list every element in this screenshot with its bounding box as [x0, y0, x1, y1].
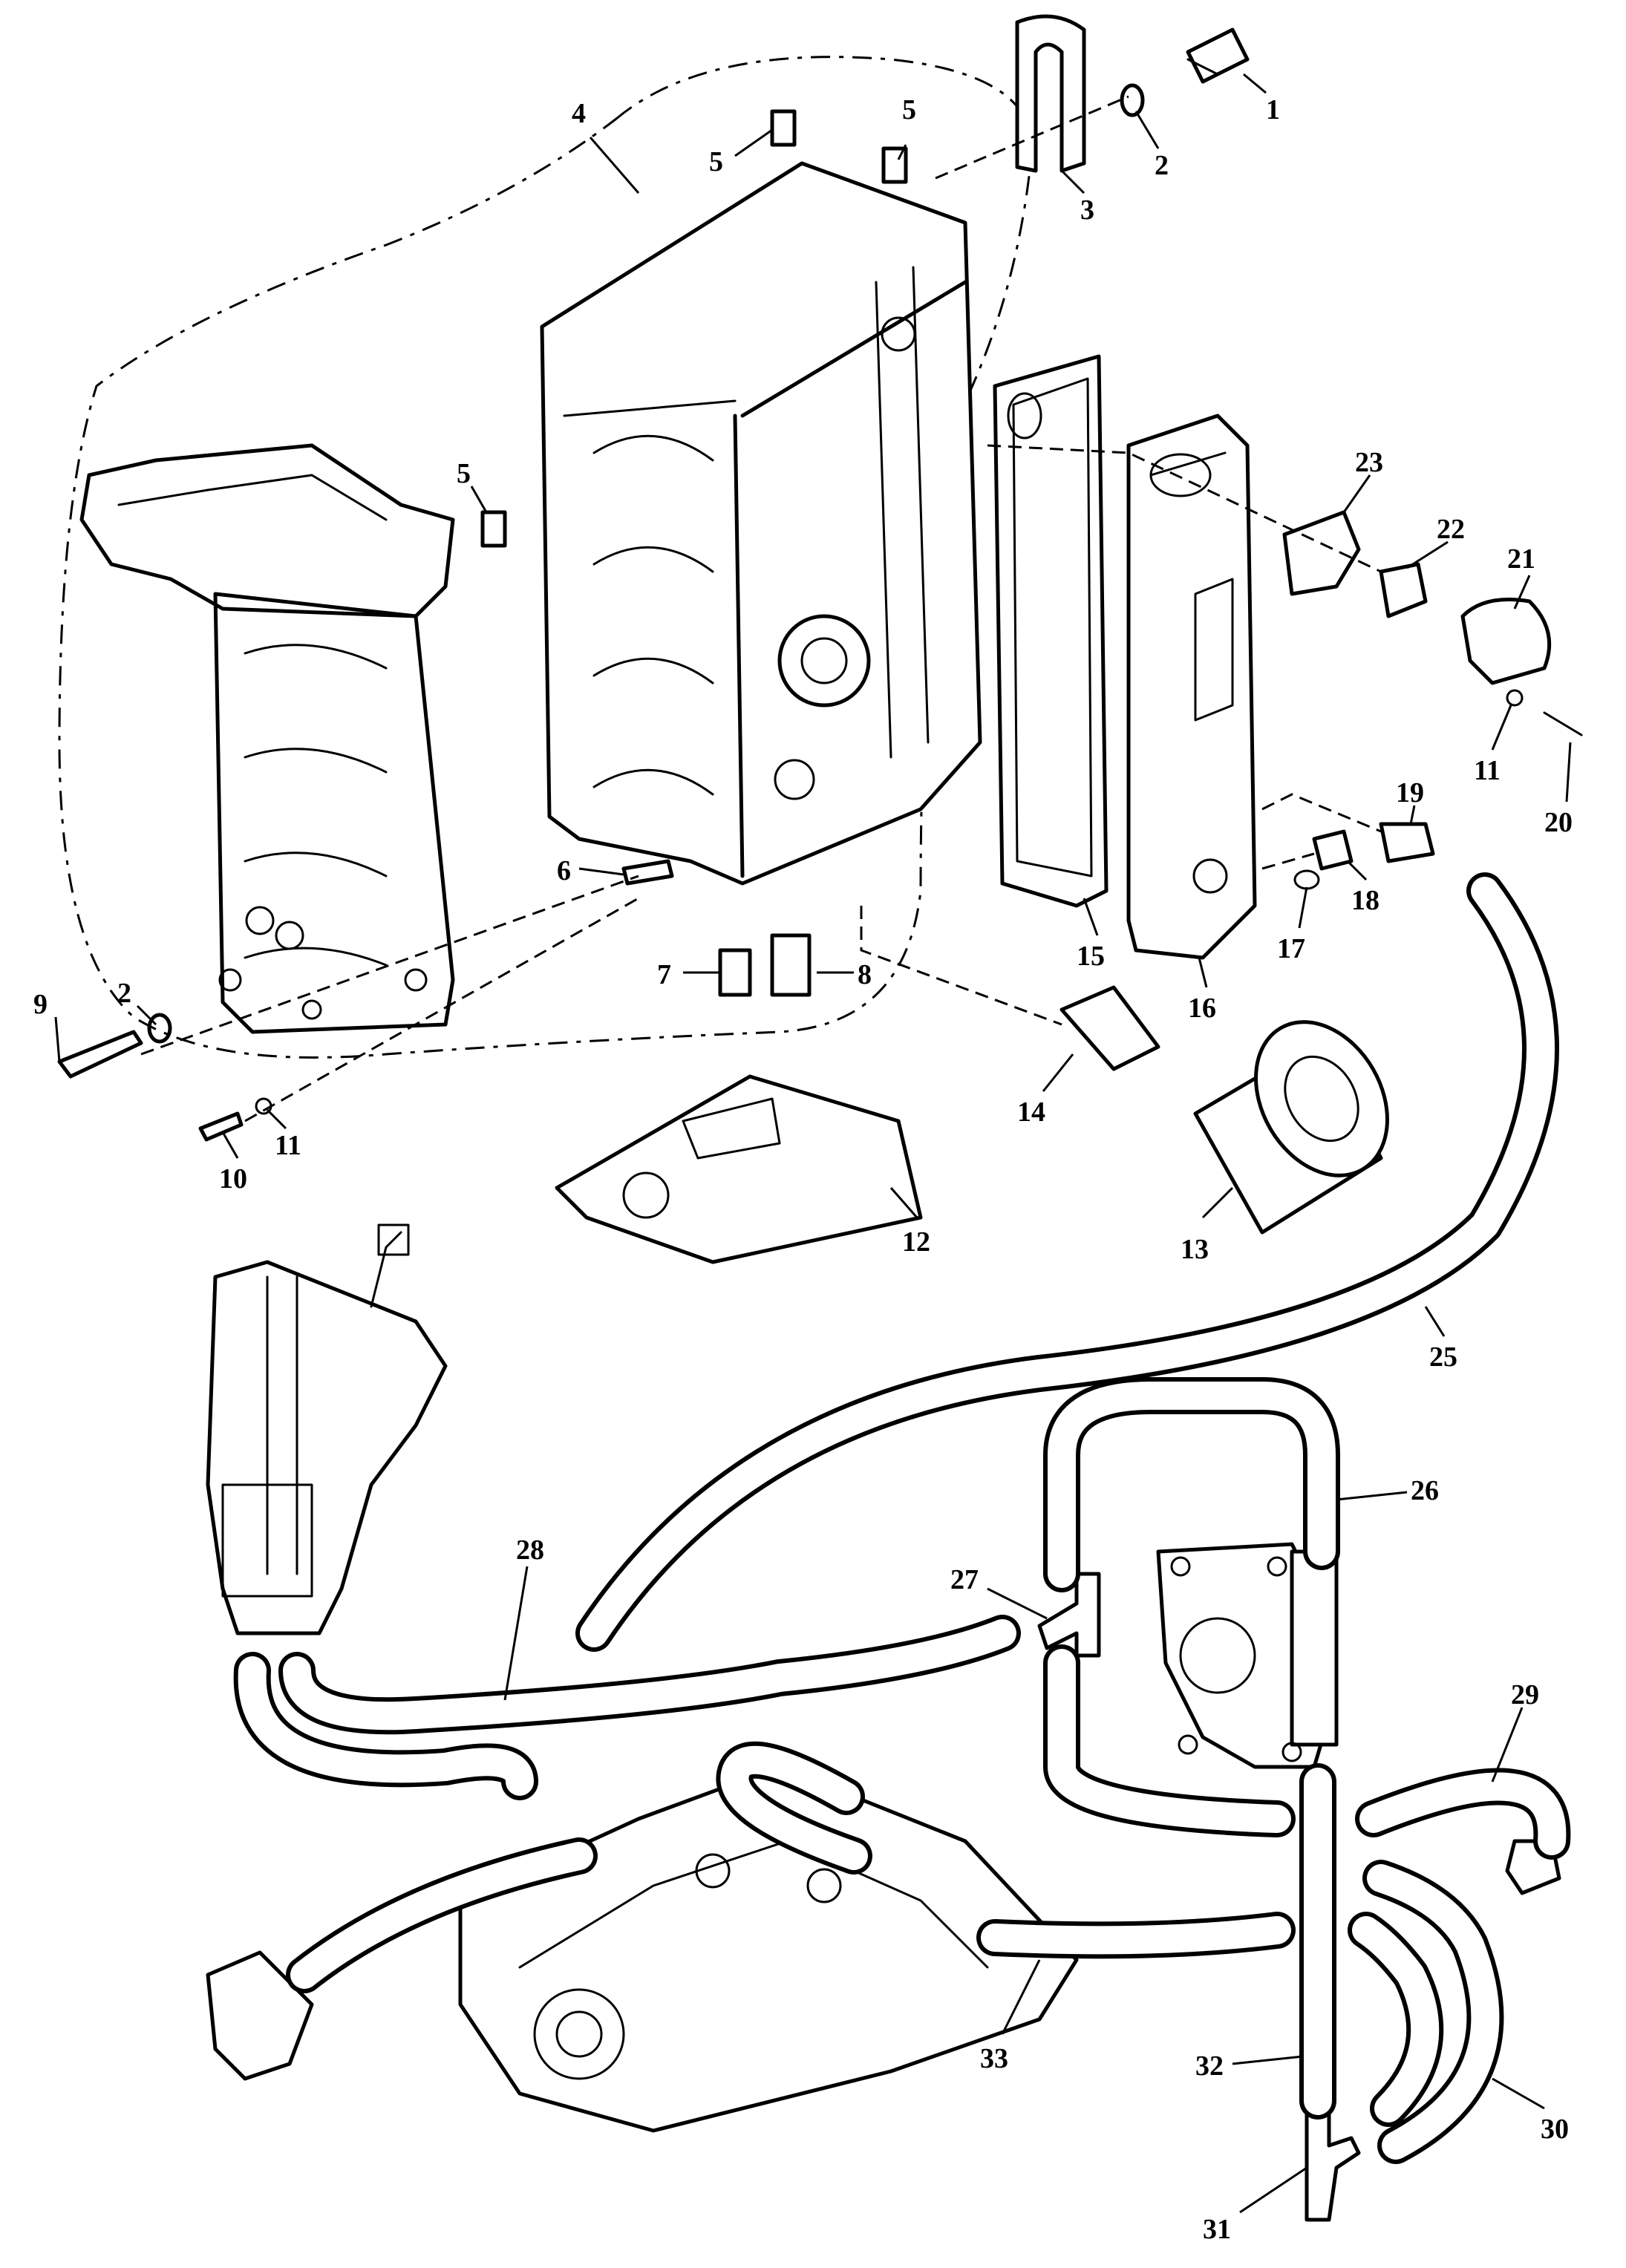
- callout-4: 4: [572, 98, 586, 129]
- callout-21: 21: [1507, 543, 1535, 575]
- oil-filter-13: [1193, 1020, 1389, 1235]
- callout-2: 2: [1155, 150, 1169, 181]
- callout-19: 19: [1396, 777, 1424, 808]
- fitting-19: [1379, 822, 1435, 863]
- washer-2-left: [147, 1013, 172, 1044]
- callout-6: 6: [557, 855, 571, 886]
- callout-22: 22: [1437, 514, 1465, 545]
- callout-3: 3: [1080, 195, 1094, 226]
- callout-20: 20: [1544, 807, 1573, 838]
- stud-5-b: [881, 146, 908, 184]
- callout-11b: 11: [1474, 755, 1501, 786]
- callout-9: 9: [33, 989, 48, 1020]
- plate-3: [1015, 14, 1086, 173]
- cylinder-block: [540, 161, 982, 886]
- spring-8: [770, 933, 812, 997]
- pin-6: [621, 859, 674, 886]
- callout-8: 8: [858, 959, 872, 990]
- fuel-pump: [1156, 1542, 1339, 1769]
- spring-7: [718, 948, 752, 997]
- callout-17: 17: [1277, 933, 1305, 964]
- screw-10: [198, 1111, 244, 1142]
- bolt-9: [57, 1030, 143, 1079]
- callout-5c: 5: [457, 458, 471, 489]
- exhaust-cover-16: [1126, 414, 1257, 960]
- gasket-12: [555, 1074, 923, 1264]
- callout-13: 13: [1181, 1234, 1209, 1265]
- oring-17: [1293, 869, 1320, 890]
- fuel-module: [206, 1223, 448, 1635]
- thermostat-cover-21: [1460, 598, 1552, 685]
- washer-2-top: [1120, 83, 1145, 117]
- callout-7: 7: [657, 959, 671, 990]
- callout-25: 25: [1429, 1341, 1457, 1373]
- sensor-lower-left: [206, 1950, 314, 2081]
- callout-2b: 2: [117, 978, 131, 1009]
- fitting-22: [1379, 562, 1428, 618]
- gasket-15: [993, 354, 1109, 908]
- callout-26: 26: [1411, 1475, 1439, 1506]
- plug-18: [1312, 829, 1354, 871]
- callout-30: 30: [1541, 2114, 1569, 2145]
- callout-16: 16: [1188, 993, 1216, 1024]
- callout-10: 10: [219, 1163, 247, 1195]
- callout-33: 33: [980, 2043, 1008, 2074]
- callout-11a: 11: [275, 1130, 301, 1161]
- bolt-1: [1186, 27, 1250, 84]
- t-connector-27: [1037, 1572, 1101, 1658]
- callout-14: 14: [1017, 1097, 1045, 1128]
- callout-5a: 5: [709, 146, 723, 177]
- y-fitting-31: [1305, 2106, 1361, 2222]
- callout-5b: 5: [902, 94, 916, 125]
- callout-29: 29: [1511, 1679, 1539, 1710]
- callout-23: 23: [1355, 447, 1383, 478]
- callout-15: 15: [1077, 941, 1105, 972]
- stud-5-a: [770, 109, 797, 147]
- screw-20: [1543, 711, 1583, 736]
- callout-28: 28: [516, 1535, 544, 1566]
- callout-12: 12: [902, 1226, 930, 1258]
- gasket-23: [1282, 510, 1361, 596]
- washer-11-right: [1506, 689, 1524, 707]
- stud-5-c: [480, 510, 507, 548]
- crankcase-cover-left: [79, 443, 455, 1034]
- spring-14: [1059, 985, 1160, 1071]
- callout-27: 27: [950, 1564, 979, 1595]
- callout-31: 31: [1203, 2214, 1231, 2245]
- callout-32: 32: [1195, 2050, 1224, 2082]
- callout-18: 18: [1351, 885, 1380, 916]
- callout-1: 1: [1266, 94, 1280, 125]
